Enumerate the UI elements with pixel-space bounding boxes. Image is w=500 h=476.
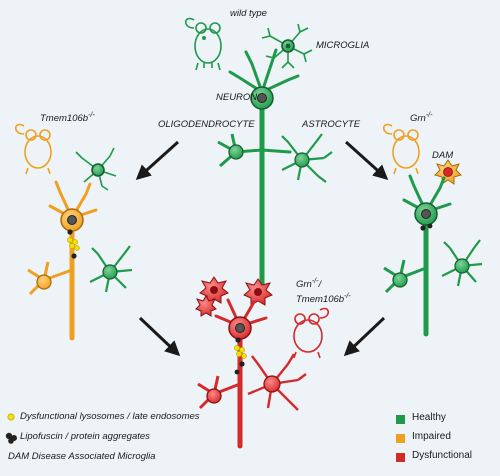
dam-microglia-icon <box>434 159 462 185</box>
dam-label: DAM <box>432 150 454 161</box>
grn-genotype-label: Grn-/- <box>410 112 433 125</box>
legend-lysosome-swatch <box>7 413 15 421</box>
legend-healthy-swatch <box>396 415 405 424</box>
grn-lipofuscin-dots <box>420 223 433 231</box>
grn-astrocyte-icon <box>441 239 483 287</box>
wild-type-mouse-icon <box>184 17 222 71</box>
wild-type-oligodendrocyte-icon <box>217 133 244 168</box>
legend-lysosomes-text: Dysfunctional lysosomes / late endosomes <box>20 411 200 422</box>
legend-impaired-text: Impaired <box>412 431 451 442</box>
arrow-icon-tmem-to-double <box>138 316 181 357</box>
legend-dysfunctional-swatch <box>396 453 405 462</box>
tmem-neuron-icon <box>42 180 98 341</box>
grn-oligodendrocyte-icon <box>383 259 408 294</box>
legend-impaired-swatch <box>396 434 405 443</box>
tmem-lipofuscin-dots <box>67 229 77 259</box>
grn-neuron-icon <box>398 174 452 337</box>
arrow-icon-wt-to-tmem <box>135 140 180 181</box>
oligodendrocyte-label: OLIGODENDROCYTE <box>158 119 255 130</box>
wild-type-label: wild type <box>230 8 267 19</box>
wild-type-neuron-icon <box>228 48 300 293</box>
legend-lipofuscin-text: Lipofuscin / protein aggregates <box>20 431 150 442</box>
neuron-label: NEURON <box>216 92 258 103</box>
double-dam-microglia-2-icon <box>243 278 273 306</box>
arrow-icon-grn-to-double <box>343 316 386 357</box>
wild-type-astrocyte-icon <box>281 133 333 183</box>
arrow-icon-wt-to-grn <box>344 140 389 181</box>
microglia-label: MICROGLIA <box>316 40 370 51</box>
double-astrocyte-icon <box>247 353 307 411</box>
legend-lipofuscin-swatch <box>5 432 17 444</box>
legend-dysfunctional-text: Dysfunctional <box>412 450 473 461</box>
tmem-mouse-icon <box>14 123 52 175</box>
grn-mouse-icon <box>382 123 420 175</box>
double-lipofuscin-dots <box>234 337 245 375</box>
tmem-oligodendrocyte-icon <box>27 261 52 296</box>
tmem-lysosome-cluster <box>67 237 80 251</box>
double-dam-microglia-3-icon <box>195 295 217 317</box>
double-genotype-label: Grn-/-/ Tmem106b-/- <box>296 278 351 306</box>
double-neuron-icon <box>212 298 268 449</box>
legend-dam-text: DAM Disease Associated Microglia <box>8 451 156 462</box>
double-mouse-icon <box>293 307 330 359</box>
tmem-genotype-label: Tmem106b-/- <box>40 112 95 125</box>
double-lysosome-cluster <box>234 345 247 359</box>
tmem-astrocyte-icon <box>89 245 133 293</box>
wild-type-microglia-icon <box>261 23 313 69</box>
double-oligodendrocyte-icon <box>197 375 222 410</box>
tmem-microglia-icon <box>75 147 117 191</box>
astrocyte-label: ASTROCYTE <box>302 119 361 130</box>
legend-healthy-text: Healthy <box>412 412 446 423</box>
